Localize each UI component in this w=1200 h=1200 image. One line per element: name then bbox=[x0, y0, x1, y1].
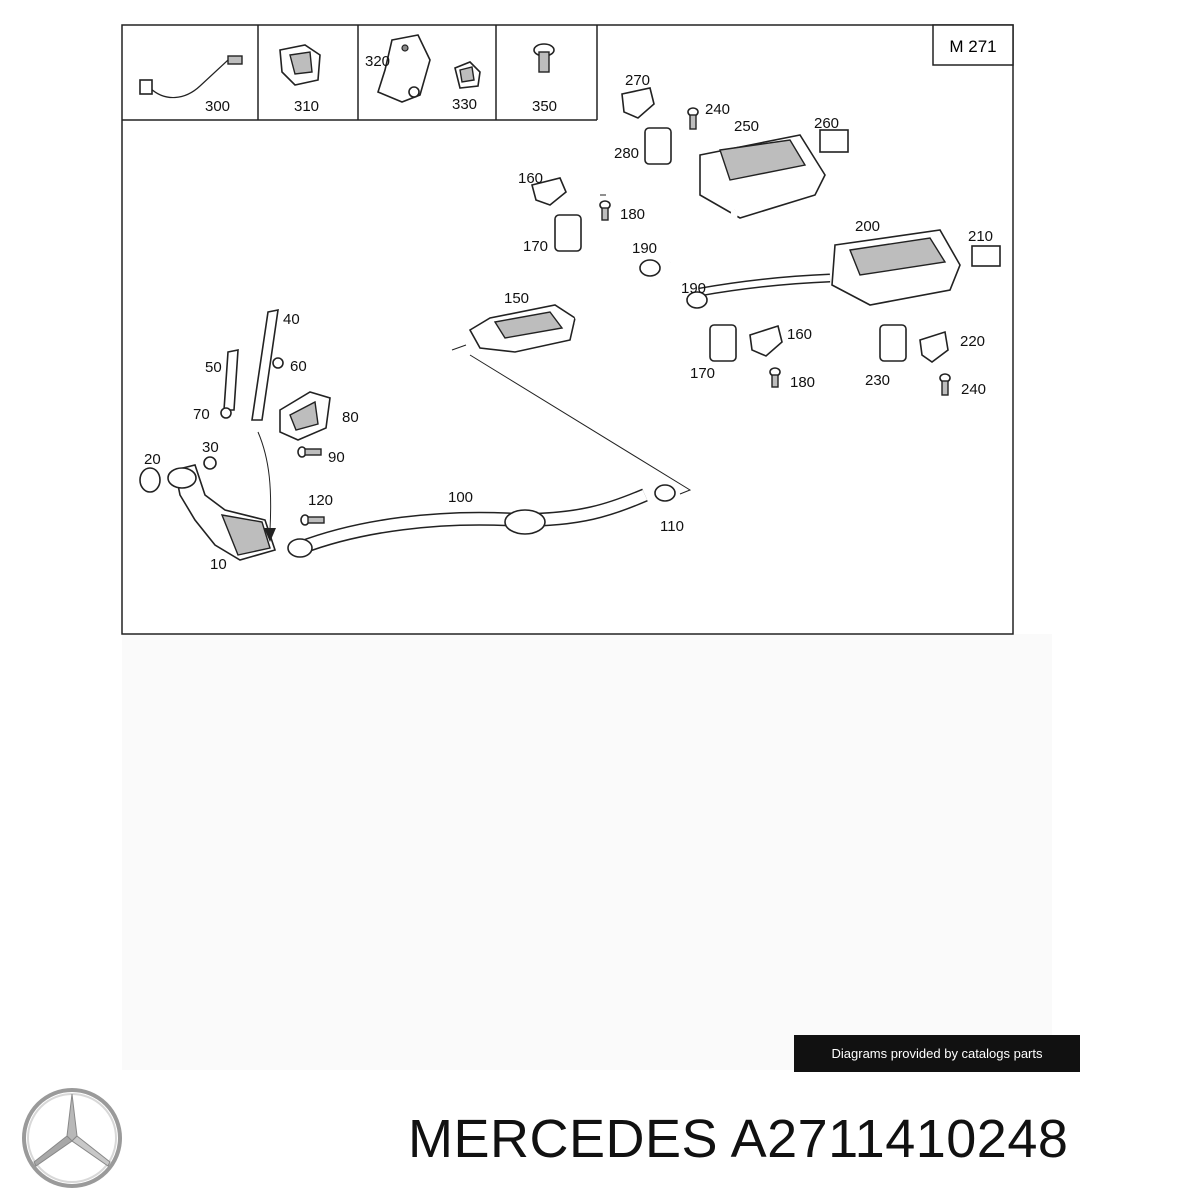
label-110: 110 bbox=[660, 518, 684, 535]
mounting-strap-40 bbox=[223, 308, 279, 421]
label-330: 330 bbox=[452, 96, 477, 113]
bracket-80 bbox=[279, 391, 331, 441]
label-70: 70 bbox=[193, 406, 210, 423]
clamp-110 bbox=[654, 484, 676, 502]
label-120: 120 bbox=[308, 492, 333, 509]
label-180-a: 180 bbox=[620, 206, 645, 223]
label-10: 10 bbox=[210, 556, 227, 573]
label-220: 220 bbox=[960, 333, 985, 350]
oxygen-sensor-icon bbox=[139, 55, 243, 99]
label-30: 30 bbox=[202, 439, 219, 456]
label-100: 100 bbox=[448, 489, 473, 506]
nut-60 bbox=[272, 357, 284, 369]
bracket-160-a bbox=[531, 177, 567, 206]
label-240-b: 240 bbox=[961, 381, 986, 398]
bolt-240-a bbox=[687, 107, 699, 130]
label-320: 320 bbox=[365, 53, 390, 70]
rubber-mount-230 bbox=[879, 324, 907, 362]
part-labels: 10 20 30 40 50 60 70 80 90 100 110 120 1… bbox=[144, 72, 993, 573]
label-160-a: 160 bbox=[518, 170, 543, 187]
bracket-270 bbox=[621, 87, 655, 119]
rubber-mount-170-b bbox=[709, 324, 737, 362]
label-240-a: 240 bbox=[705, 101, 730, 118]
label-150: 150 bbox=[504, 290, 529, 307]
label-230: 230 bbox=[865, 372, 890, 389]
rubber-mount-330-icon bbox=[454, 61, 481, 89]
label-160-b: 160 bbox=[787, 326, 812, 343]
bolt-180-b bbox=[769, 367, 781, 388]
rear-silencer-200 bbox=[831, 229, 1001, 306]
label-60: 60 bbox=[290, 358, 307, 375]
label-180-b: 180 bbox=[790, 374, 815, 391]
tailpipe-260 bbox=[819, 129, 849, 153]
label-40: 40 bbox=[283, 311, 300, 328]
header-labels: 300 310 320 330 350 bbox=[205, 53, 557, 115]
middle-silencer-150 bbox=[468, 273, 831, 353]
bolt-350-icon bbox=[533, 43, 555, 73]
label-190-b: 190 bbox=[681, 280, 706, 297]
label-270: 270 bbox=[625, 72, 650, 89]
engine-code: M 271 bbox=[949, 37, 996, 56]
page-title: MERCEDES A2711410248 bbox=[408, 1109, 1069, 1169]
label-200: 200 bbox=[855, 218, 880, 235]
label-170-b: 170 bbox=[690, 365, 715, 382]
label-310: 310 bbox=[294, 98, 319, 115]
credit-banner: Diagrams provided by catalogs parts bbox=[794, 1035, 1080, 1072]
bracket-320-icon bbox=[377, 34, 431, 103]
clamp-190-a bbox=[639, 259, 661, 277]
label-350: 350 bbox=[532, 98, 557, 115]
label-280: 280 bbox=[614, 145, 639, 162]
label-210: 210 bbox=[968, 228, 993, 245]
label-190-a: 190 bbox=[632, 240, 657, 257]
bolt-240-b bbox=[939, 373, 951, 396]
diagram-backdrop bbox=[122, 634, 1052, 1070]
rear-silencer-250 bbox=[669, 134, 826, 266]
label-170-a: 170 bbox=[523, 238, 548, 255]
nut-30 bbox=[203, 456, 217, 470]
mercedes-star-icon bbox=[22, 1088, 122, 1188]
label-80: 80 bbox=[342, 409, 359, 426]
engine-code-box bbox=[932, 24, 1014, 66]
front-pipe-100 bbox=[287, 488, 648, 558]
bolt-90 bbox=[297, 446, 322, 458]
bracket-310-icon bbox=[279, 44, 321, 86]
label-260: 260 bbox=[814, 115, 839, 132]
label-250: 250 bbox=[734, 118, 759, 135]
bolt-180-a bbox=[599, 200, 611, 221]
bolt-120 bbox=[300, 514, 325, 526]
label-300: 300 bbox=[205, 98, 230, 115]
rubber-mount-280 bbox=[644, 127, 672, 165]
clamp-190-b bbox=[686, 291, 708, 309]
bracket-220 bbox=[919, 330, 949, 363]
washer-70 bbox=[220, 407, 232, 419]
bracket-160-b bbox=[749, 324, 783, 357]
label-50: 50 bbox=[205, 359, 222, 376]
label-20: 20 bbox=[144, 451, 161, 468]
catalytic-converter-10 bbox=[139, 464, 277, 561]
rubber-mount-170-a bbox=[554, 214, 582, 252]
label-90: 90 bbox=[328, 449, 345, 466]
